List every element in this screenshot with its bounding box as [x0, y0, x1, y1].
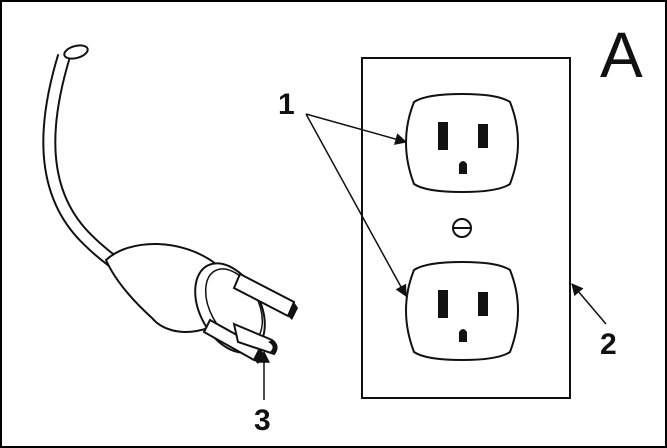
plug-prong-top [232, 272, 298, 320]
label-ground-pin: 3 [254, 404, 271, 437]
neutral-slot [438, 122, 448, 150]
ground-hole [459, 161, 467, 174]
label-outlets: 1 [278, 88, 295, 121]
hot-slot [478, 124, 488, 148]
lower-receptacle [405, 260, 519, 362]
label-cover-plate: 2 [600, 328, 617, 361]
arrow-to-cover-plate [571, 283, 607, 325]
ground-pin [232, 322, 278, 356]
center-screw-icon [452, 218, 472, 238]
ground-hole [459, 329, 467, 342]
hot-slot [478, 292, 488, 316]
neutral-slot [438, 290, 448, 318]
upper-receptacle [405, 92, 519, 194]
arrow-to-upper-outlet [305, 113, 408, 145]
power-cord [42, 44, 132, 278]
panel-letter: A [600, 19, 643, 91]
arrow-to-lower-outlet [305, 113, 407, 298]
